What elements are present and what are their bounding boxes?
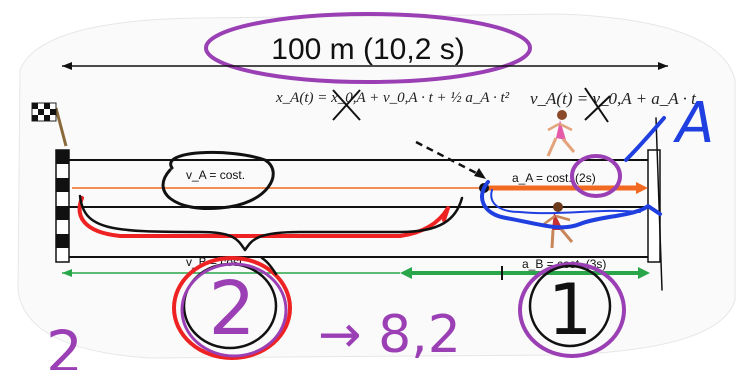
circled-number-two: 2	[172, 256, 292, 360]
handwritten-number-left: 2	[46, 318, 83, 370]
dashed-pointer	[415, 140, 483, 178]
distance-arrow	[62, 62, 668, 70]
black-curly-brace	[78, 194, 464, 252]
handwritten-result: → 8,2	[318, 305, 461, 365]
small-hand-mark	[260, 256, 278, 276]
two-seconds-circle	[570, 154, 622, 198]
handwritten-loop-velocity	[161, 150, 275, 211]
velocity-formula: v_A(t) = v_0,A + a_A · t	[530, 89, 697, 108]
upper-constant-velocity-label: v_A = cost.	[186, 168, 245, 182]
title-text: 100 m (10,2 s)	[271, 33, 464, 66]
runner-top-icon	[546, 110, 576, 157]
position-formula: x_A(t) = x_0,A + v_0,A · t + ½ a_A · t²	[275, 90, 510, 106]
svg-text:→ 8,2: → 8,2	[318, 305, 461, 365]
checkered-flag-icon	[31, 102, 68, 147]
position-formula-crossout	[332, 89, 361, 121]
circled-number-one: 1	[518, 262, 626, 358]
handwritten-a-letter: A	[624, 91, 714, 162]
svg-text:1: 1	[548, 269, 593, 351]
velocity-formula-crossout	[584, 87, 611, 123]
title-circle	[204, 12, 532, 84]
start-post	[55, 149, 70, 263]
upper-constant-acceleration-label: a_A = cost. (2s)	[512, 171, 596, 185]
finish-post-stroke	[655, 117, 663, 291]
svg-text:2: 2	[208, 266, 255, 352]
track-lanes	[69, 159, 648, 258]
svg-text:A: A	[673, 91, 714, 156]
blue-bracket-acceleration-inner	[490, 189, 641, 215]
blue-bracket-acceleration	[480, 180, 662, 230]
